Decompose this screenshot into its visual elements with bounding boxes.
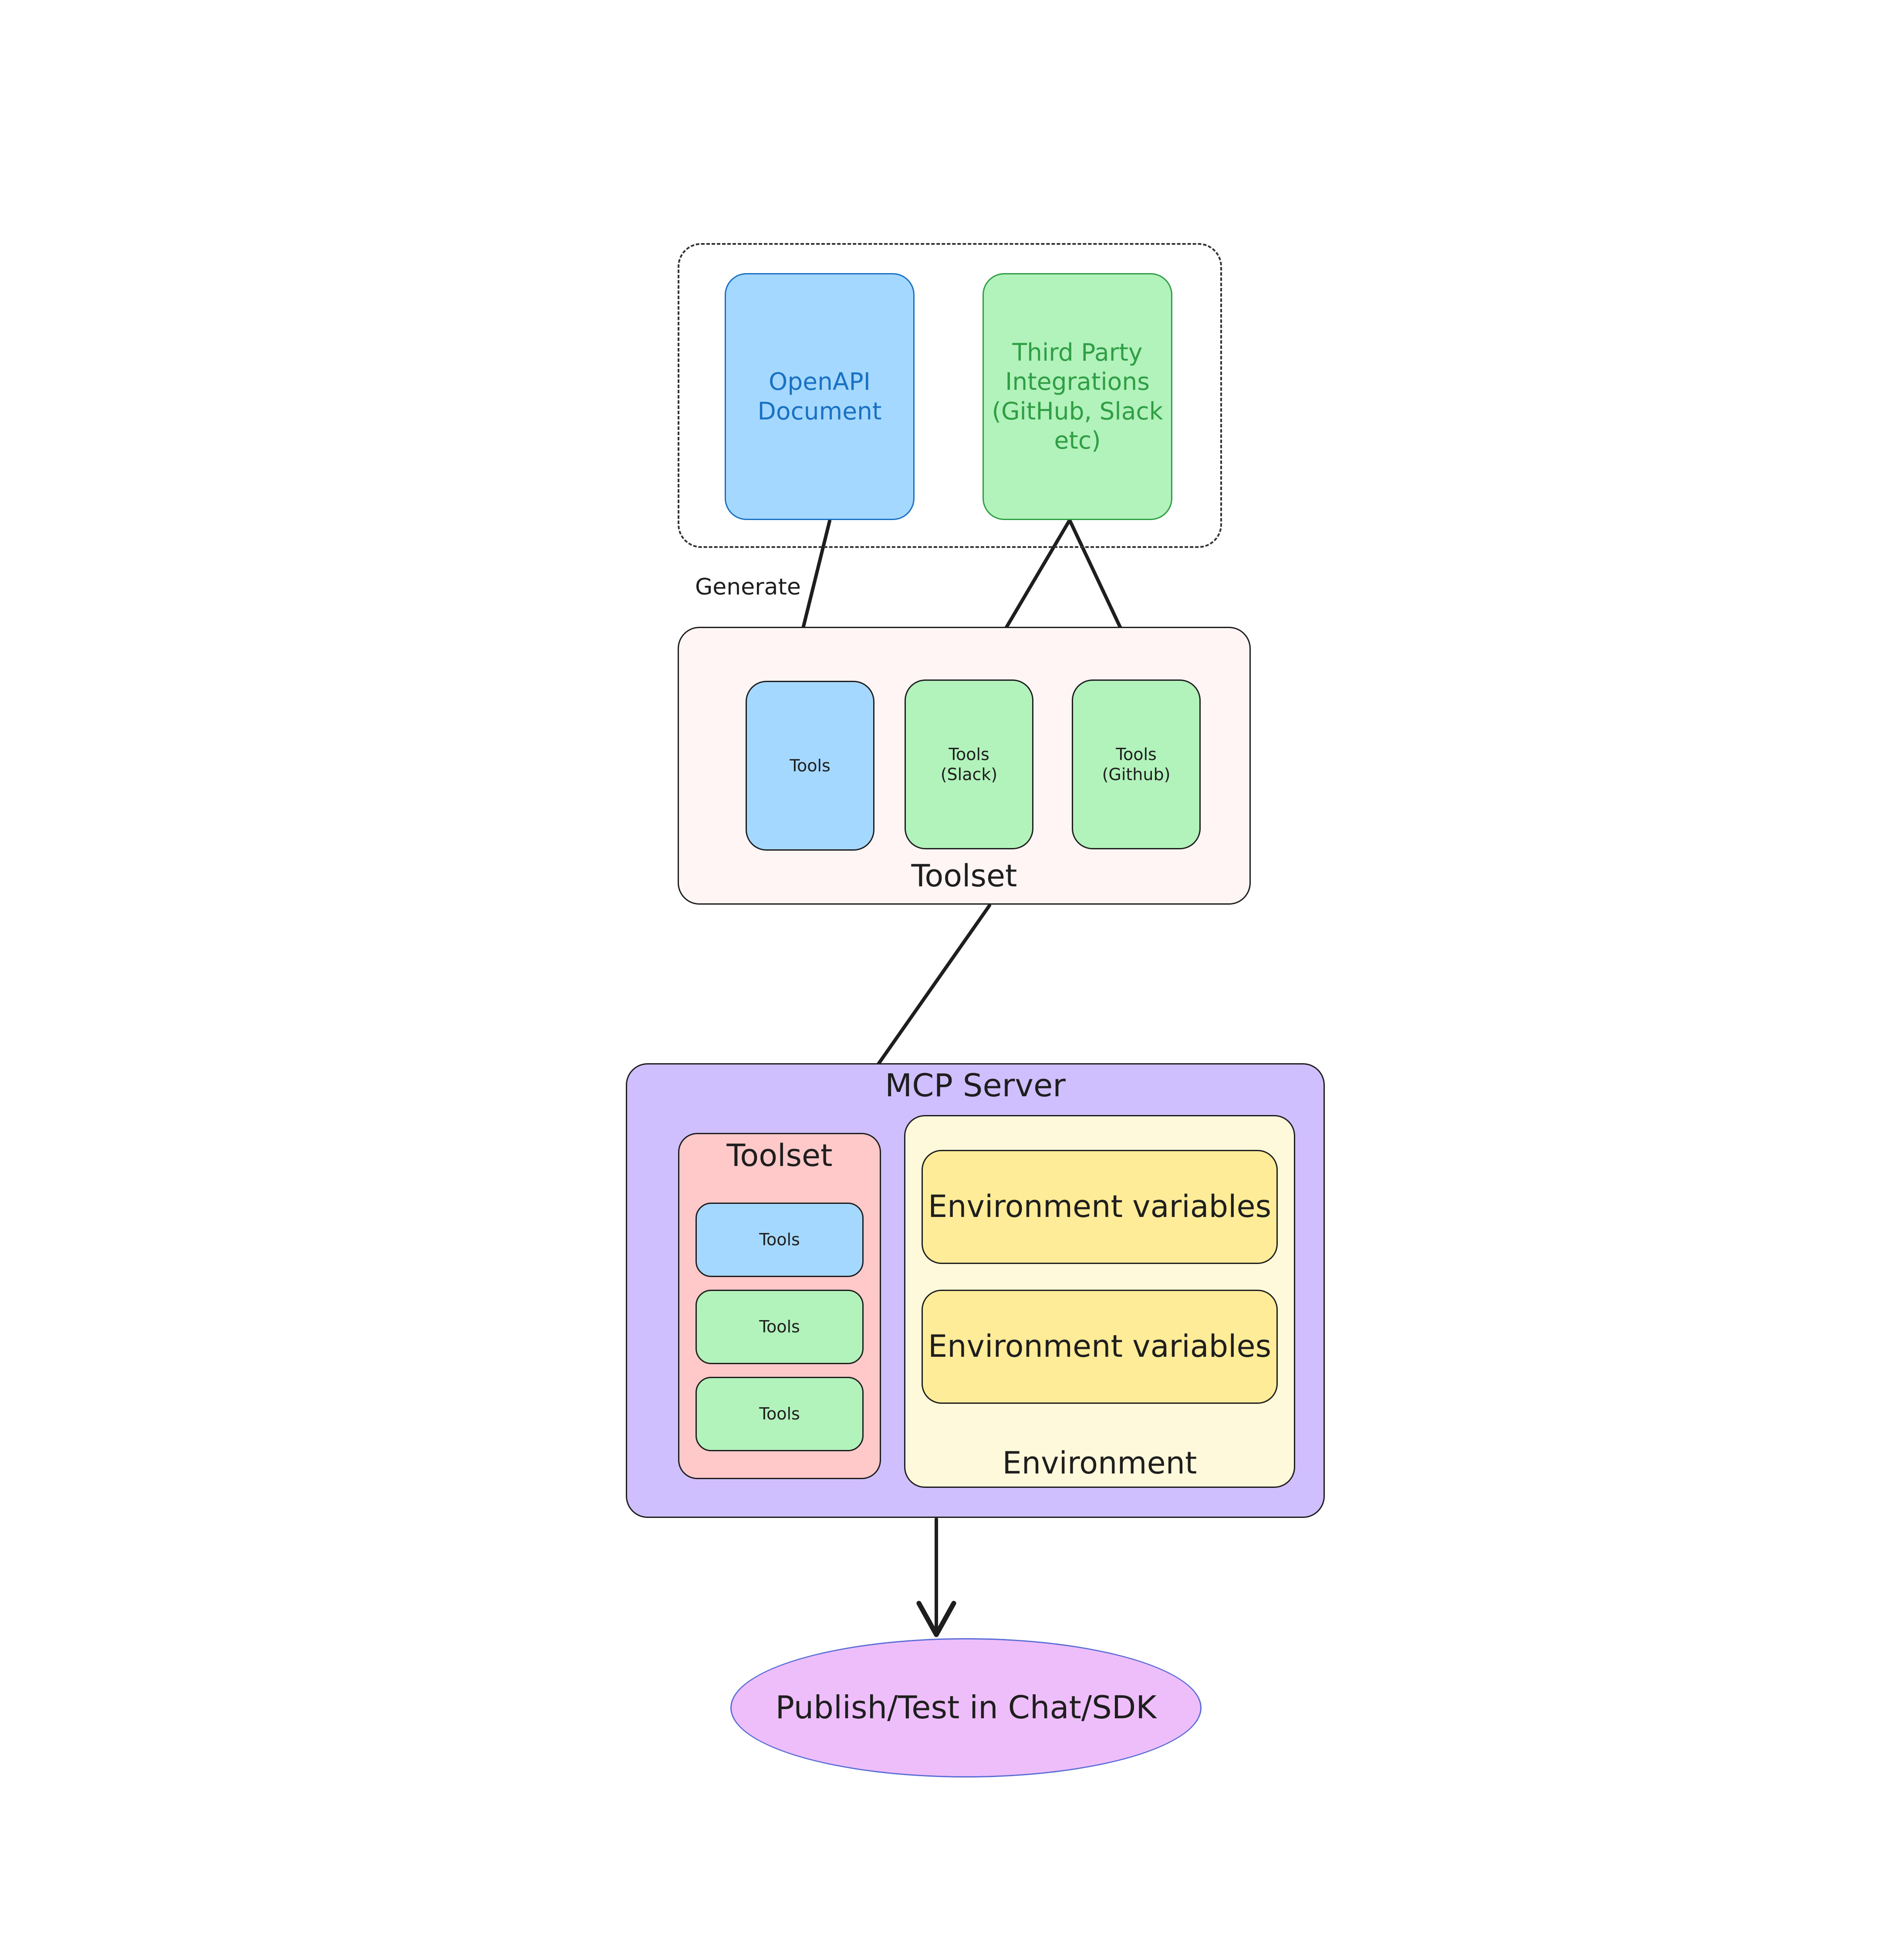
tools-card-label: Tools — [790, 756, 831, 775]
environment-variables-label: Environment variables — [928, 1189, 1272, 1225]
tools-card-slack: Tools (Slack) — [905, 679, 1033, 849]
publish-test-label: Publish/Test in Chat/SDK — [775, 1689, 1157, 1726]
mcp-server-title: MCP Server — [885, 1067, 1066, 1104]
environment-variables-box-2: Environment variables — [922, 1290, 1278, 1404]
mcp-tools-item-slack: Tools — [695, 1290, 864, 1364]
tools-card-label: Tools (Github) — [1102, 744, 1171, 784]
third-party-integrations-box: Third Party Integrations (GitHub, Slack … — [982, 273, 1172, 520]
mcp-tools-item-github: Tools — [695, 1377, 864, 1451]
mcp-tools-item-label: Tools — [759, 1404, 800, 1424]
openapi-document-label: OpenAPI Document — [757, 368, 882, 425]
mcp-toolset-title: Toolset — [726, 1138, 833, 1173]
environment-title: Environment — [1002, 1445, 1197, 1481]
publish-test-ellipse: Publish/Test in Chat/SDK — [730, 1638, 1202, 1778]
source-group-dashed — [678, 243, 1222, 548]
toolset-panel-title: Toolset — [911, 858, 1017, 894]
third-party-integrations-label: Third Party Integrations (GitHub, Slack … — [992, 338, 1163, 454]
tools-card-label: Tools (Slack) — [940, 744, 998, 784]
generate-label: Generate — [695, 574, 801, 600]
tools-card-github: Tools (Github) — [1072, 679, 1201, 849]
environment-variables-label: Environment variables — [928, 1328, 1272, 1365]
mcp-tools-item-label: Tools — [759, 1317, 800, 1337]
environment-variables-box-1: Environment variables — [922, 1150, 1278, 1264]
openapi-document-box: OpenAPI Document — [725, 273, 915, 520]
mcp-tools-item-openapi: Tools — [695, 1203, 864, 1277]
mcp-tools-item-label: Tools — [759, 1230, 800, 1250]
tools-card-openapi: Tools — [746, 681, 874, 851]
